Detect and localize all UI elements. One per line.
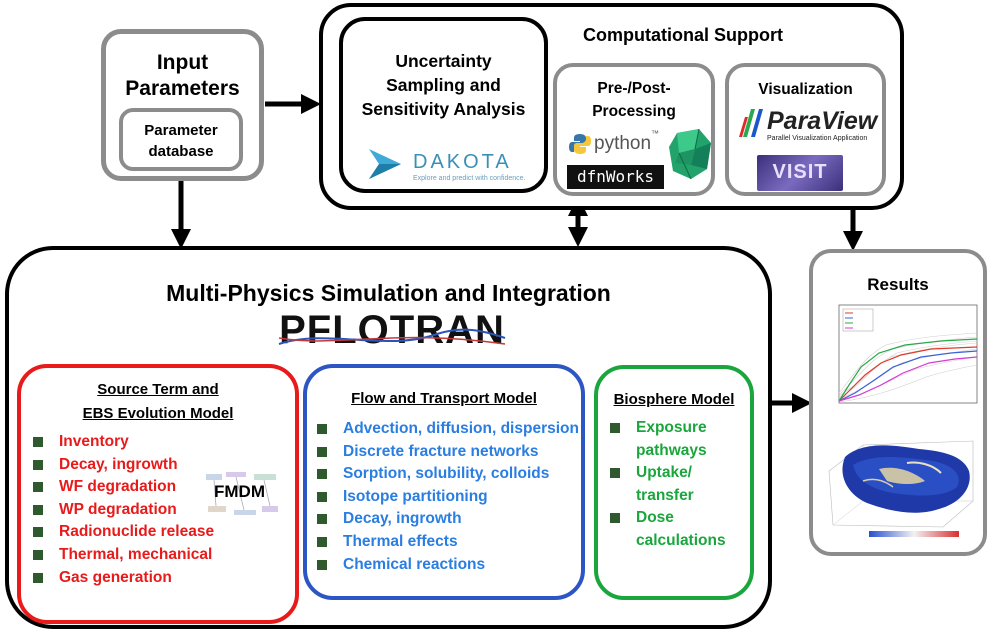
list-item: Uptake/transfer	[610, 462, 726, 507]
pre-post-processing-box: Pre-/Post- Processing python ™ dfnWorks	[553, 63, 715, 196]
list-item: Chemical reactions	[317, 554, 579, 577]
pre-line1: Pre-/Post-	[597, 80, 671, 97]
parameter-database-box: Parameter database	[119, 108, 243, 171]
pre-line2: Processing	[592, 103, 676, 120]
comp-title: Computational Support	[583, 25, 783, 45]
square-bullet-icon	[317, 446, 327, 457]
square-bullet-icon	[33, 527, 43, 538]
simulation-title: Multi-Physics Simulation and Integration	[166, 280, 611, 306]
paraview-logo-icon	[739, 109, 763, 137]
square-bullet-icon	[317, 536, 327, 547]
list-item: WP degradation	[33, 499, 214, 522]
dakota-logo-text: DAKOTA	[413, 151, 512, 173]
square-bullet-icon	[33, 572, 43, 583]
dfnworks-logo: dfnWorks	[567, 165, 664, 189]
uq-line1: Uncertainty	[395, 51, 492, 71]
python-logo-icon	[569, 134, 591, 154]
source-title-line1: Source Term and	[97, 381, 219, 398]
flow-transport-box: Flow and Transport Model Advection, diff…	[303, 364, 585, 600]
uq-line3: Sensitivity Analysis	[361, 99, 526, 119]
list-item: Thermal, mechanical	[33, 544, 214, 567]
vis-title: Visualization	[758, 81, 853, 98]
square-bullet-icon	[317, 559, 327, 570]
fmdm-diagram-icon	[206, 472, 278, 515]
list-item: Gas generation	[33, 567, 214, 590]
square-bullet-icon	[33, 482, 43, 493]
input-title-line2: Parameters	[125, 77, 240, 100]
results-title: Results	[867, 275, 929, 294]
source-list: Inventory Decay, ingrowth WF degradation…	[33, 431, 214, 589]
list-item: Decay, ingrowth	[33, 454, 214, 477]
square-bullet-icon	[33, 549, 43, 560]
source-term-box: Source Term and EBS Evolution Model Inve…	[17, 364, 299, 624]
list-item: Radionuclide release	[33, 521, 214, 544]
list-item: Sorption, solubility, colloids	[317, 463, 579, 486]
square-bullet-icon	[33, 437, 43, 447]
dose-curve-plot	[838, 304, 978, 404]
concentration-3d-plot	[828, 440, 974, 537]
list-item: Advection, diffusion, dispersion	[317, 418, 579, 441]
square-bullet-icon	[317, 424, 327, 434]
simulation-box: Multi-Physics Simulation and Integration…	[5, 246, 772, 629]
uncertainty-box: Uncertainty Sampling and Sensitivity Ana…	[339, 17, 548, 193]
visualization-box: Visualization ParaView Parallel Visualiz…	[725, 63, 886, 196]
visit-logo: VISIT	[757, 155, 843, 191]
pflotran-wave-icon	[278, 328, 506, 345]
list-item: Discrete fracture networks	[317, 441, 579, 464]
computational-support-box: Computational Support Uncertainty Sampli…	[319, 3, 904, 210]
square-bullet-icon	[33, 504, 43, 515]
pflotran-logo: PFLOTRAN	[277, 308, 507, 356]
input-parameters-box: Input Parameters Parameter database	[101, 29, 264, 181]
db-line2: database	[148, 143, 214, 160]
fmdm-diagram: FMDM	[204, 470, 282, 518]
square-bullet-icon	[33, 459, 43, 470]
square-bullet-icon	[610, 423, 620, 433]
uq-line2: Sampling and	[386, 75, 501, 95]
list-item: Decay, ingrowth	[317, 508, 579, 531]
square-bullet-icon	[317, 469, 327, 480]
visit-logo-text: VISIT	[772, 161, 828, 183]
results-box: Results	[809, 249, 987, 556]
python-tm: ™	[651, 129, 659, 138]
fmdm-text: FMDM	[214, 482, 265, 501]
db-line1: Parameter	[144, 122, 218, 139]
dakota-logo-icon	[369, 149, 401, 179]
flow-list: Advection, diffusion, dispersion Discret…	[317, 418, 579, 576]
list-item: WF degradation	[33, 476, 214, 499]
source-title-line2: EBS Evolution Model	[82, 405, 234, 422]
list-item: Isotope partitioning	[317, 486, 579, 509]
square-bullet-icon	[610, 513, 620, 523]
square-bullet-icon	[317, 514, 327, 525]
paraview-tagline: Parallel Visualization Application	[767, 135, 868, 142]
list-item: Inventory	[33, 431, 214, 454]
square-bullet-icon	[317, 491, 327, 502]
list-item: Thermal effects	[317, 531, 579, 554]
dakota-tagline: Explore and predict with confidence.	[413, 175, 526, 182]
input-title-line1: Input	[156, 51, 209, 74]
paraview-text: ParaView	[767, 107, 878, 135]
square-bullet-icon	[610, 468, 620, 478]
flow-title: Flow and Transport Model	[351, 390, 537, 407]
mesh-logo-icon	[669, 129, 711, 179]
python-text: python	[594, 133, 652, 154]
bio-title: Biosphere Model	[613, 391, 735, 408]
